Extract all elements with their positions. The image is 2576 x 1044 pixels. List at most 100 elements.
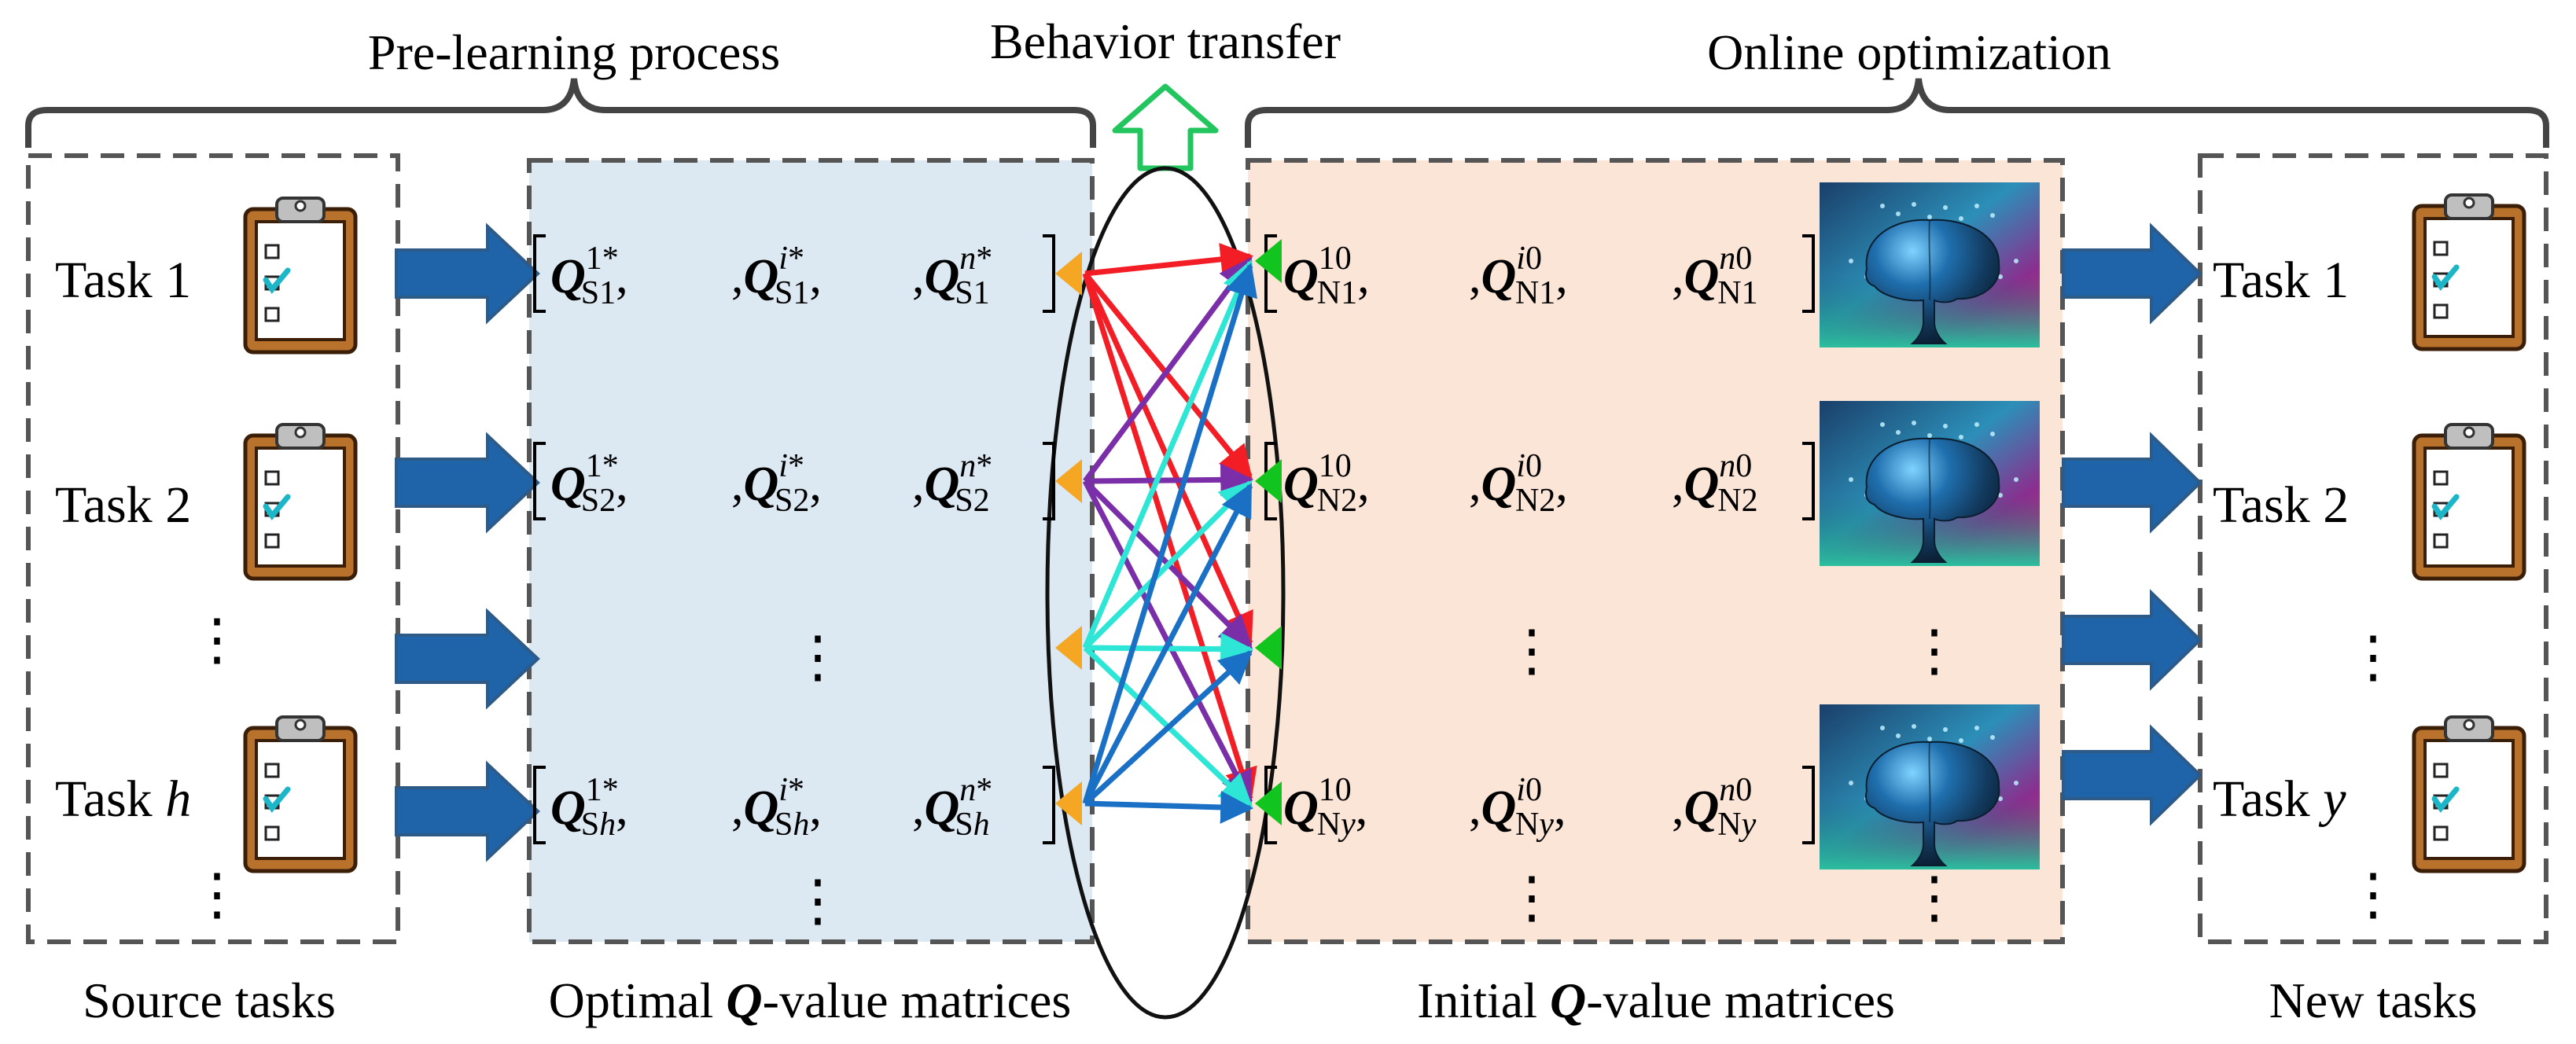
clipboard-icon <box>245 425 355 579</box>
transfer-arrow-red <box>1084 243 1254 277</box>
svg-text:,Qi*S1,: ,Qi*S1, <box>731 241 822 311</box>
svg-text:Q1*S2,: Q1*S2, <box>550 448 628 519</box>
brain-image <box>1819 704 2041 870</box>
source-task-h: Task h <box>55 717 355 871</box>
source-markers <box>1055 252 1082 825</box>
source-tasks-box <box>26 153 400 944</box>
block-arrow-icon <box>395 222 540 325</box>
initial-q-ellipsis-right: ⋮ <box>1906 619 1963 682</box>
transfer-lines <box>1082 243 1257 824</box>
clipboard-icon <box>2414 425 2524 579</box>
svg-text:Task 1: Task 1 <box>2213 252 2349 309</box>
optimal-q-panel-border <box>527 158 1095 944</box>
optimal-q-ellipsis: ⋮ <box>789 626 846 689</box>
new-task-ellipsis: ⋮ <box>2345 626 2401 689</box>
transfer-arrow-purple <box>1083 256 1253 483</box>
online-optimization-title: Online optimization <box>1707 24 2111 80</box>
svg-text:,Qn*S2: ,Qn*S2 <box>912 448 992 519</box>
brain-image <box>1819 182 2041 348</box>
initial-q-ellipsis-left: ⋮ <box>1503 619 1560 682</box>
initial-q-ellipsis-bottom-right: ⋮ <box>1906 866 1963 929</box>
svg-text:Task y: Task y <box>2213 770 2346 828</box>
new-task-ellipsis-bottom: ⋮ <box>2345 863 2401 926</box>
transfer-arrow-blue <box>1084 790 1254 824</box>
new-tasks-label: New tasks <box>2269 972 2478 1028</box>
transfer-arrow-purple <box>1084 463 1254 497</box>
transfer-up-arrow <box>1112 83 1219 171</box>
new-tasks-box <box>2198 153 2548 944</box>
target-marker <box>1255 459 1282 503</box>
block-arrow-icon <box>2062 222 2202 325</box>
optimal-q-row-2: Q1*S2, ,Qi*S2, ,Qn*S2 <box>533 442 1055 520</box>
svg-text:Task 1: Task 1 <box>55 252 191 309</box>
clipboard-icon <box>2414 195 2524 349</box>
svg-text:Q1*Sh,: Q1*Sh, <box>550 772 628 843</box>
svg-text:Task 2: Task 2 <box>55 476 191 534</box>
online-optimization-brace <box>1245 78 2549 148</box>
behavior-transfer-ellipse <box>1045 166 1286 1020</box>
svg-text:Task 2: Task 2 <box>2213 476 2349 534</box>
source-marker <box>1055 252 1082 296</box>
target-marker <box>1255 781 1282 825</box>
transfer-arrow-cyan <box>1082 259 1254 649</box>
source-task-1: Task 1 <box>55 198 355 352</box>
source-marker <box>1055 781 1082 825</box>
optimal-q-row-h: Q1*Sh, ,Qi*Sh, ,Qn*Sh <box>533 766 1055 844</box>
new-task-y: Task y <box>2213 717 2524 871</box>
transfer-arrow-red <box>1083 271 1253 480</box>
optimal-q-row-1: Q1*S1, ,Qi*S1, ,Qn*S1 <box>533 234 1055 313</box>
source-marker <box>1055 459 1082 503</box>
block-arrow-icon <box>2062 724 2202 826</box>
svg-text:,Qi*S2,: ,Qi*S2, <box>731 448 822 519</box>
optimal-q-label: Optimal Q-value matrices <box>549 972 1072 1028</box>
source-marker <box>1055 626 1082 670</box>
svg-text:Q1*S1,: Q1*S1, <box>550 241 628 311</box>
initial-q-panel-border <box>1246 158 2065 944</box>
svg-text:Task h: Task h <box>55 770 191 828</box>
svg-text:,Qn*Sh: ,Qn*Sh <box>912 772 992 843</box>
target-markers <box>1255 239 1282 825</box>
behavior-transfer-title: Behavior transfer <box>990 13 1341 69</box>
initial-q-ellipsis-bottom-left: ⋮ <box>1503 866 1560 929</box>
svg-text:,Qn*S1: ,Qn*S1 <box>912 241 992 311</box>
new-task-1: Task 1 <box>2213 195 2524 349</box>
pre-learning-title: Pre-learning process <box>368 24 780 80</box>
target-marker <box>1255 626 1282 670</box>
source-task-2: Task 2 <box>55 425 355 579</box>
block-arrow-icon <box>2062 432 2202 534</box>
clipboard-icon <box>2414 717 2524 871</box>
clipboard-icon <box>245 717 355 871</box>
new-task-2: Task 2 <box>2213 425 2524 579</box>
target-marker <box>1255 239 1282 283</box>
transfer-arrow-blue <box>1082 262 1257 805</box>
initial-q-label: Initial Q-value matrices <box>1417 972 1895 1028</box>
block-arrow-icon <box>2062 589 2202 691</box>
source-task-ellipsis: ⋮ <box>189 608 245 671</box>
svg-text:,Qi*Sh,: ,Qi*Sh, <box>731 772 822 843</box>
block-arrow-icon <box>395 608 540 710</box>
pre-learning-brace <box>25 78 1096 148</box>
brain-image <box>1819 400 2041 567</box>
transfer-arrow-blue <box>1083 650 1253 806</box>
transfer-arrow-blue <box>1082 483 1253 805</box>
optimal-q-panel <box>529 160 1092 942</box>
optimal-q-ellipsis-bottom: ⋮ <box>789 869 846 932</box>
source-tasks-label: Source tasks <box>83 972 336 1028</box>
block-arrow-icon <box>395 432 540 534</box>
block-arrow-icon <box>395 760 540 862</box>
source-task-ellipsis-bottom: ⋮ <box>189 863 245 926</box>
clipboard-icon <box>245 198 355 352</box>
